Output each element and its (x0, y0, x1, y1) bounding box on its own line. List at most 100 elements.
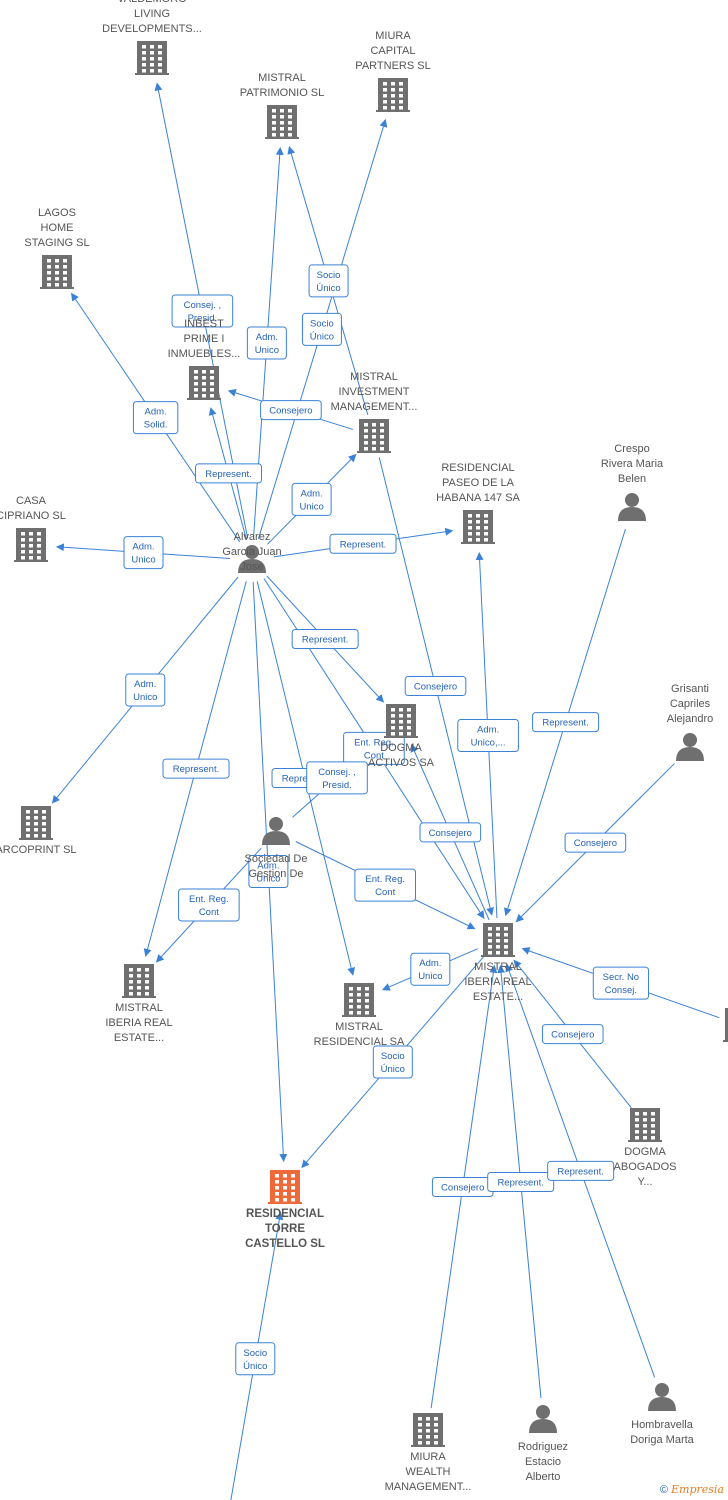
edge-label[interactable]: Adm.Unico (125, 673, 166, 707)
edge-label[interactable]: Adm.Solid. (132, 401, 179, 435)
edge-label[interactable]: Consejero (419, 822, 482, 843)
building-icon (14, 528, 48, 562)
edge-label-text: Único (381, 1064, 405, 1075)
edge-label[interactable]: Ent. Reg.Cont (343, 731, 405, 765)
edge-label[interactable]: Consej. ,Presid. (306, 761, 368, 795)
edge-label[interactable]: Represent. (487, 1171, 555, 1192)
edge-label[interactable]: Adm.Unico (248, 855, 289, 889)
node-label: Hombravella (631, 1419, 694, 1431)
edge-label[interactable]: Consejero (260, 400, 322, 421)
node-label: TORRE (265, 1223, 305, 1235)
edge-label-text: Único (316, 283, 340, 294)
edge-label-text: Unico (256, 874, 280, 885)
edge-label-text: Adm. (256, 332, 278, 343)
edge-label-text: Adm. (301, 488, 323, 499)
footer-brand[interactable]: © Empresia (660, 1483, 724, 1496)
edge-label[interactable]: Consej. ,Presid. (171, 294, 234, 328)
edge-label-text: Consejero (441, 1182, 484, 1193)
node-label: MISTRAL (335, 1021, 383, 1033)
edge-label-text: Unico (131, 555, 155, 566)
edge-label[interactable]: Ent. Reg.Cont (354, 868, 417, 902)
company-node[interactable]: MIURAWEALTHMANAGEMENT... (385, 1413, 472, 1493)
node-label: ACTIVOS SA (368, 757, 435, 769)
edge-label-text: Solid. (144, 420, 168, 431)
edge-label-text: Represent. (497, 1177, 543, 1188)
edge-label[interactable]: Adm.Unico (410, 952, 451, 986)
company-node[interactable]: ARCOPRINT SL (0, 806, 77, 856)
edge-label-text: Represent. (340, 539, 386, 550)
node-label: RESIDENCIAL (441, 462, 514, 474)
edge-label[interactable]: Ent. Reg.Cont (178, 888, 240, 922)
edge-label[interactable]: Represent. (195, 463, 263, 484)
building-icon (723, 1008, 728, 1042)
company-node[interactable]: MISTRALINVESTMENTMANAGEMENT... (331, 371, 418, 453)
node-label: INMUEBLES... (168, 348, 241, 360)
edge-label[interactable]: Represent. (547, 1160, 615, 1181)
edge-label[interactable]: Represent. (291, 629, 359, 650)
node-label: PARTNERS SL (355, 60, 430, 72)
edge-label-text: Represent. (173, 764, 219, 775)
company-node[interactable]: Sc (723, 1008, 728, 1058)
node-label: MANAGEMENT... (385, 1481, 472, 1493)
node-label: DEVELOPMENTS... (102, 23, 202, 35)
node-label: Estacio (525, 1456, 561, 1468)
node-label: ESTATE... (473, 991, 523, 1003)
node-label: MISTRAL (474, 961, 522, 973)
node-label: CASA (16, 495, 47, 507)
edge-label[interactable]: Adm.Unico,... (457, 718, 519, 752)
edge-label[interactable]: Represent. (532, 712, 600, 733)
node-label: MISTRAL (115, 1002, 163, 1014)
edge-label[interactable]: Represent. (329, 533, 397, 554)
edge-label[interactable]: Consejero (431, 1176, 494, 1197)
node-label: VALDEMORO (117, 0, 187, 5)
node-label: IBERIA REAL (464, 976, 531, 988)
node-label: Grisanti (671, 683, 709, 695)
node-label: HABANA 147 SA (436, 492, 520, 504)
edge-label-text: Presid. (188, 313, 218, 324)
edge-label-text: Consej. , (318, 767, 356, 778)
edge-label-text: Consejero (429, 828, 472, 839)
edge-label[interactable]: Consejero (564, 832, 627, 853)
edge-label[interactable]: Adm.Unico (291, 482, 332, 516)
node-label: LIVING (134, 8, 170, 20)
company-node[interactable]: DOGMAABOGADOSY... (614, 1108, 677, 1188)
edge-label-text: Adm. (477, 724, 499, 735)
edge-label[interactable]: Consejero (541, 1024, 604, 1045)
company-node[interactable]: VALDEMORO LIVING DEVELOPMENTS... (102, 0, 202, 75)
edge-label[interactable]: Consejero (404, 676, 467, 697)
edge-label[interactable]: Represent. (162, 758, 230, 779)
node-label: PATRIMONIO SL (240, 87, 325, 99)
node-label: Alberto (526, 1471, 561, 1483)
edge-label[interactable]: Adm.Unico (123, 536, 164, 570)
edge-label-text: Adm. (419, 958, 441, 969)
person-icon (529, 1405, 557, 1433)
building-icon (19, 806, 53, 840)
edge-label-text: Unico (255, 345, 279, 356)
company-node[interactable]: MISTRAL IBERIA REAL ESTATE... (464, 923, 532, 1003)
edge-label[interactable]: Adm. Unico (246, 326, 287, 360)
edge-label-text: Único (310, 331, 334, 342)
node-label: Crespo (614, 443, 649, 455)
node-label: Belen (618, 473, 646, 485)
